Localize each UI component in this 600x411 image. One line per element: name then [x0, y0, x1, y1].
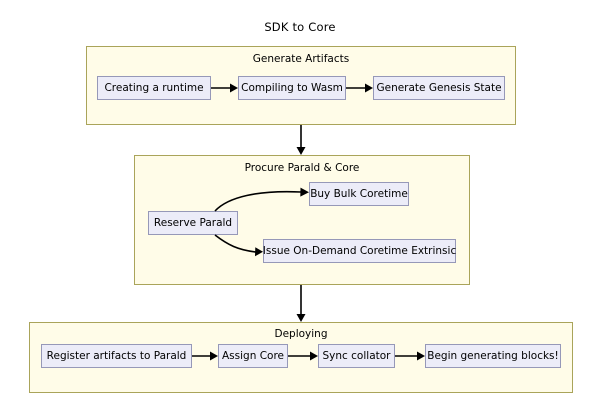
node-issue-on-demand-coretime-extrinsic[interactable]: Issue On-Demand Coretime Extrinsic: [263, 239, 456, 263]
node-buy-bulk-coretime[interactable]: Buy Bulk Coretime: [309, 182, 409, 206]
edge-procure-parald-and-core-to-deploying: [296, 285, 306, 322]
node-compiling-to-wasm[interactable]: Compiling to Wasm: [238, 76, 346, 100]
node-sync-collator[interactable]: Sync collator: [318, 344, 395, 368]
node-assign-core[interactable]: Assign Core: [218, 344, 288, 368]
node-register-artifacts-to-parald[interactable]: Register artifacts to Parald: [41, 344, 192, 368]
cluster-label-generate-artifacts: Generate Artifacts: [252, 53, 350, 65]
cluster-label-deploying: Deploying: [274, 328, 328, 340]
node-creating-a-runtime[interactable]: Creating a runtime: [97, 76, 211, 100]
node-begin-generating-blocks[interactable]: Begin generating blocks!: [425, 344, 561, 368]
cluster-label-procure-parald-and-core: Procure Parald & Core: [244, 162, 360, 174]
node-generate-genesis-state[interactable]: Generate Genesis State: [373, 76, 505, 100]
edge-generate-artifacts-to-procure-parald-and-core: [296, 125, 306, 155]
node-reserve-parald[interactable]: Reserve Parald: [148, 211, 238, 235]
page-title: SDK to Core: [264, 20, 336, 34]
